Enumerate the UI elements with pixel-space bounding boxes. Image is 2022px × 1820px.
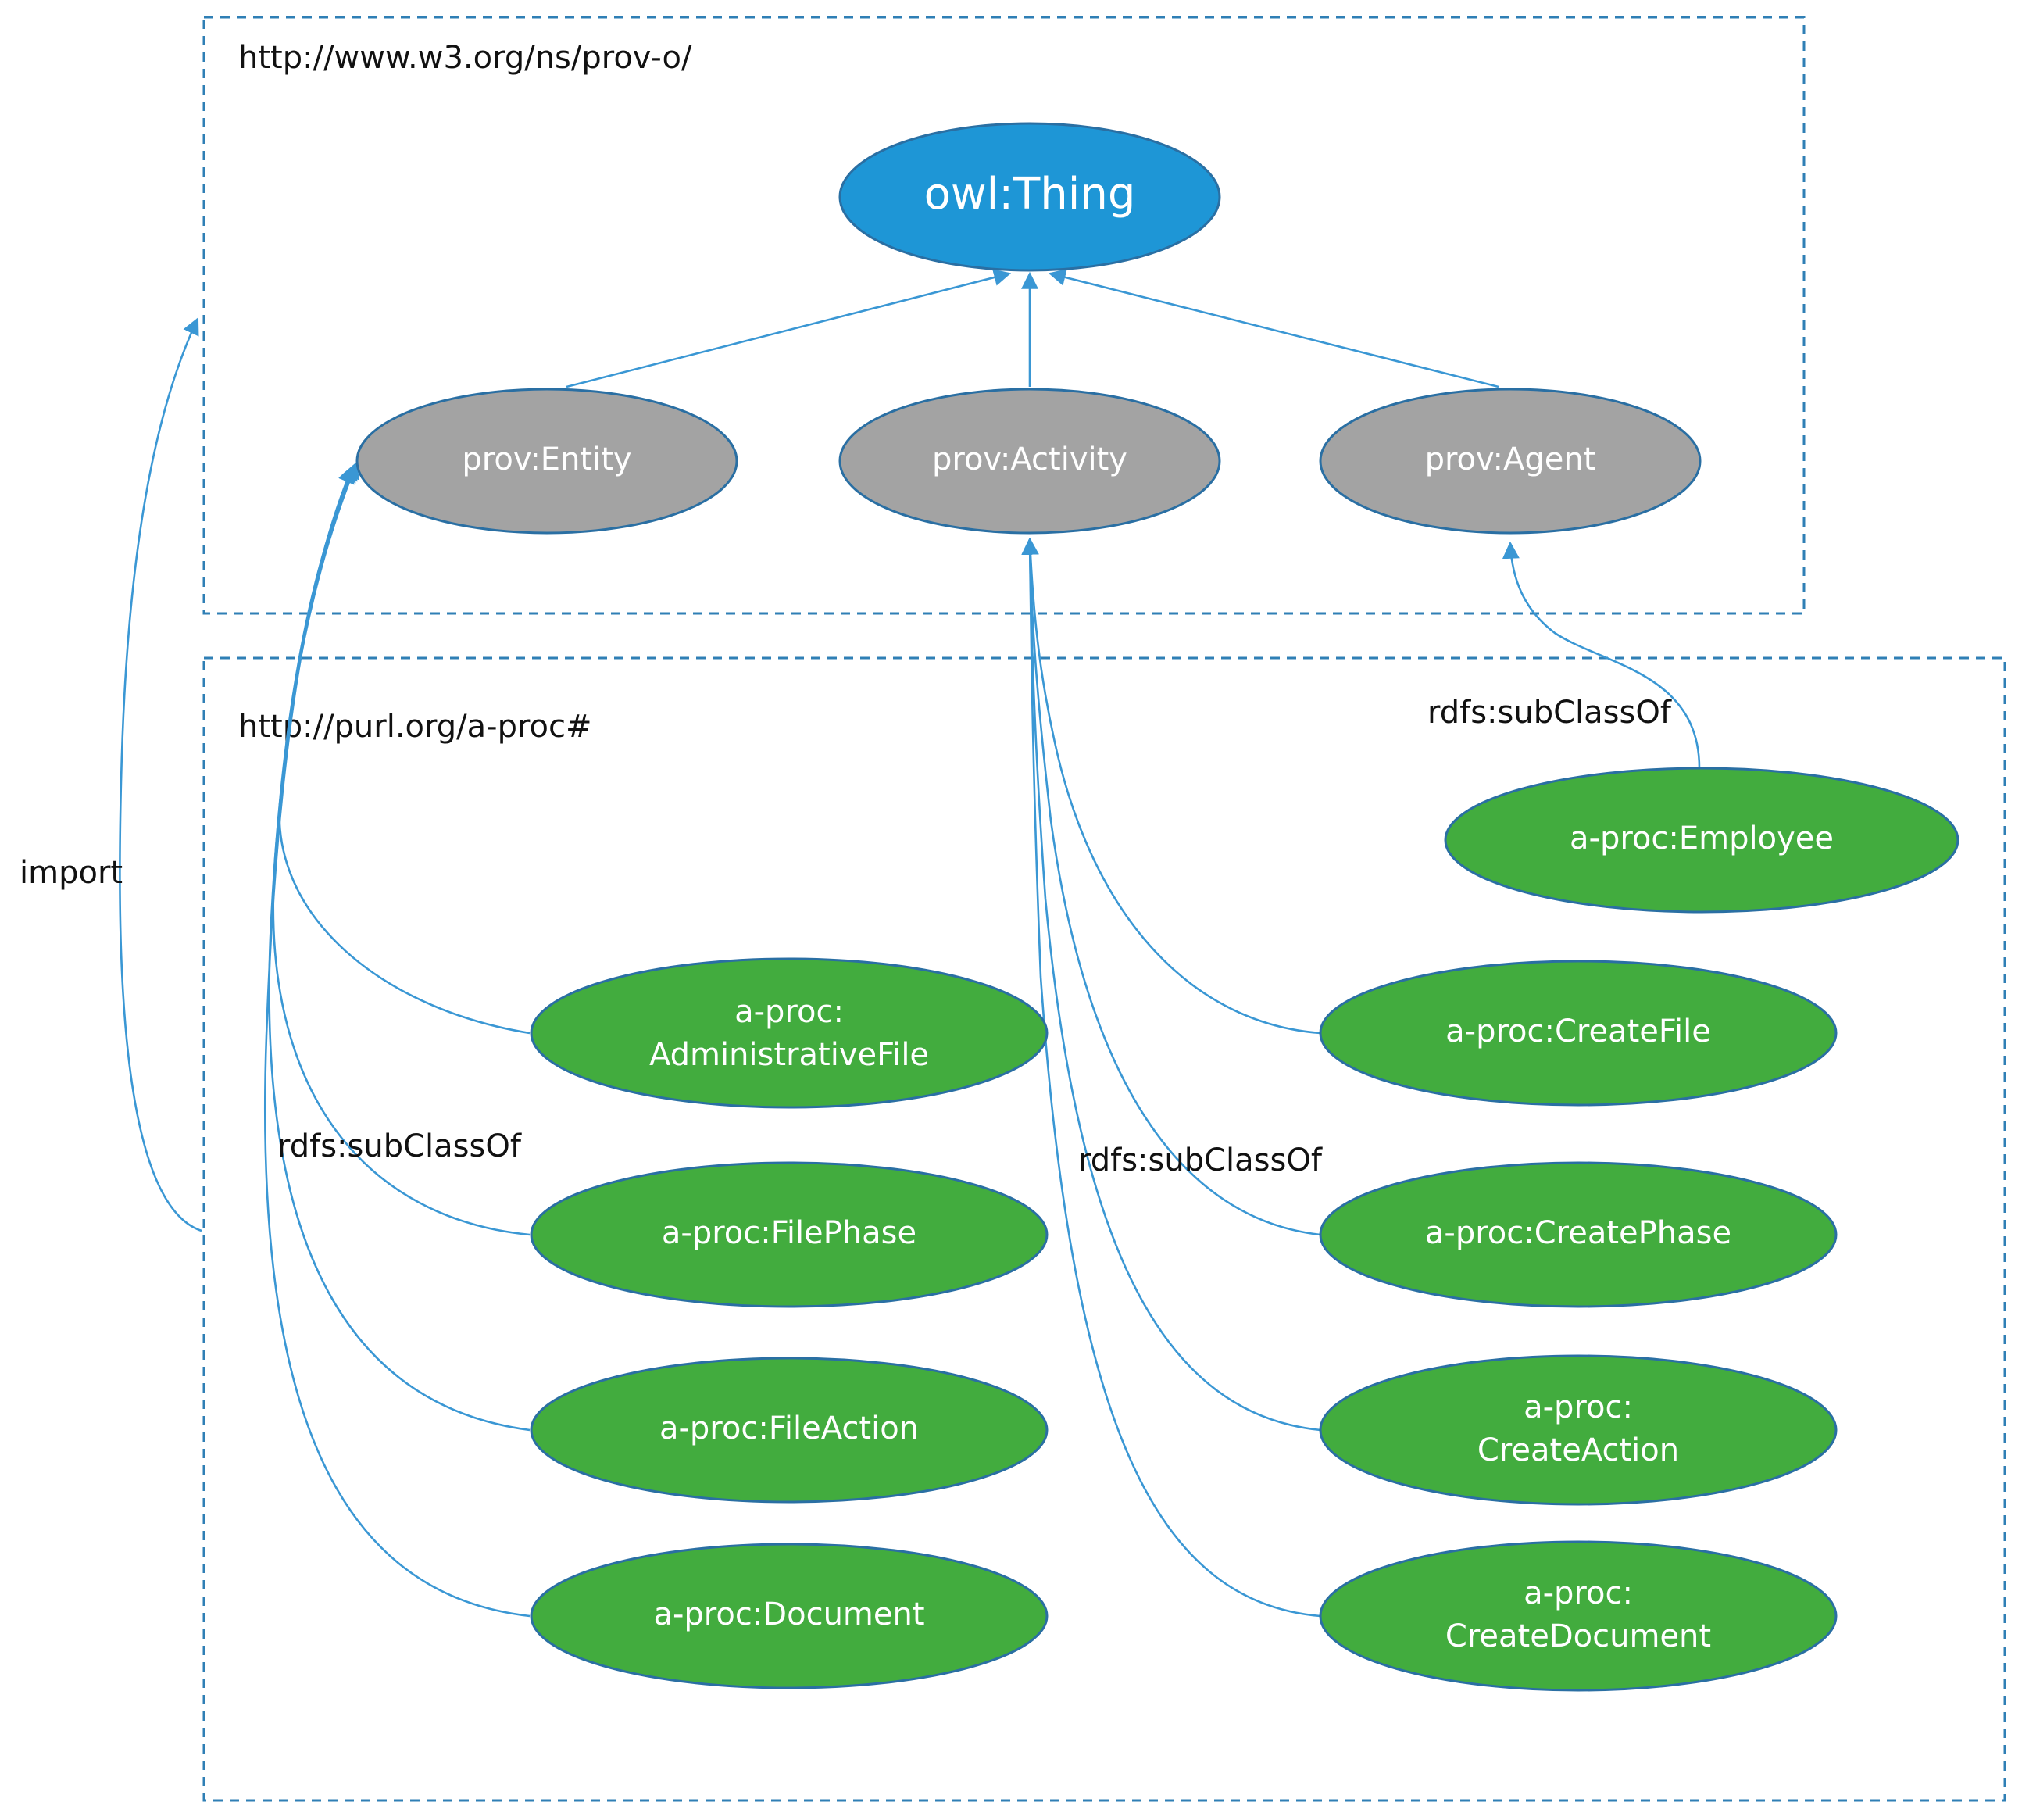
node-create-file[interactable]: a-proc:CreateFile — [1319, 960, 1838, 1107]
edge-filephase-entity — [272, 462, 531, 1236]
edge-agent-thing — [1048, 269, 1499, 388]
edge-fileaction-entity — [268, 463, 531, 1432]
node-administrative-file-shape — [530, 957, 1049, 1109]
node-prov-entity-label: prov:Entity — [462, 442, 631, 477]
node-file-action-shape — [530, 1357, 1049, 1504]
node-prov-entity[interactable]: prov:Entity — [355, 388, 738, 535]
node-create-file-shape — [1319, 960, 1838, 1107]
node-employee-shape — [1444, 767, 1959, 914]
subclass-label-entity: rdfs:subClassOf — [277, 1128, 522, 1164]
node-create-action-shape — [1319, 1354, 1838, 1506]
edge-createaction-activity — [1021, 537, 1321, 1432]
node-create-phase-label: a-proc:CreatePhase — [1425, 1215, 1731, 1251]
node-create-action-label-line1: a-proc: — [1524, 1389, 1633, 1425]
edges — [119, 269, 1701, 1618]
node-file-phase-label: a-proc:FilePhase — [662, 1215, 916, 1251]
aproc-namespace-frame — [202, 656, 2006, 1802]
node-prov-activity[interactable]: prov:Activity — [838, 388, 1221, 535]
node-create-phase-shape — [1319, 1161, 1838, 1308]
node-prov-agent[interactable]: prov:Agent — [1319, 388, 1702, 535]
node-file-action-label: a-proc:FileAction — [659, 1411, 919, 1446]
prov-namespace-label: http://www.w3.org/ns/prov-o/ — [238, 40, 692, 76]
node-prov-activity-label: prov:Activity — [932, 442, 1127, 477]
node-document-label: a-proc:Document — [653, 1597, 924, 1632]
node-create-file-label: a-proc:CreateFile — [1445, 1014, 1711, 1049]
node-prov-activity-shape — [838, 388, 1221, 535]
node-administrative-file[interactable]: a-proc: AdministrativeFile — [530, 957, 1049, 1109]
node-document[interactable]: a-proc:Document — [530, 1543, 1049, 1689]
edge-import — [119, 317, 202, 1232]
aproc-namespace-label: http://purl.org/a-proc# — [238, 709, 592, 745]
node-administrative-file-label-line1: a-proc: — [734, 994, 844, 1030]
node-create-document-label-line2: CreateDocument — [1445, 1618, 1711, 1654]
edge-employee-agent — [1502, 541, 1701, 769]
node-owl-thing[interactable]: owl:Thing — [838, 122, 1221, 272]
node-file-phase[interactable]: a-proc:FilePhase — [530, 1161, 1049, 1308]
node-owl-thing-label: owl:Thing — [924, 169, 1136, 220]
node-create-document-label-line1: a-proc: — [1524, 1575, 1633, 1611]
node-prov-agent-shape — [1319, 388, 1702, 535]
edge-createdocument-activity — [1021, 537, 1321, 1618]
node-file-action[interactable]: a-proc:FileAction — [530, 1357, 1049, 1504]
edge-entity-thing — [566, 269, 1012, 388]
edge-administrativefile-entity — [278, 460, 531, 1035]
node-owl-thing-shape — [838, 122, 1221, 272]
edge-document-entity — [263, 465, 531, 1618]
edge-createfile-activity — [1021, 537, 1321, 1035]
node-create-document-shape — [1319, 1540, 1838, 1692]
import-label: import — [20, 855, 123, 891]
subclass-label-agent: rdfs:subClassOf — [1427, 695, 1672, 731]
node-create-action-label-line2: CreateAction — [1477, 1432, 1679, 1468]
node-file-phase-shape — [530, 1161, 1049, 1308]
node-administrative-file-label-line2: AdministrativeFile — [649, 1037, 929, 1073]
node-prov-entity-shape — [355, 388, 738, 535]
prov-namespace-frame — [202, 16, 1806, 615]
node-document-shape — [530, 1543, 1049, 1689]
node-create-action[interactable]: a-proc: CreateAction — [1319, 1354, 1838, 1506]
edge-createphase-activity — [1021, 537, 1321, 1236]
node-create-document[interactable]: a-proc: CreateDocument — [1319, 1540, 1838, 1692]
node-employee-label: a-proc:Employee — [1570, 821, 1834, 856]
subclass-label-activity: rdfs:subClassOf — [1078, 1142, 1323, 1178]
node-create-phase[interactable]: a-proc:CreatePhase — [1319, 1161, 1838, 1308]
node-prov-agent-label: prov:Agent — [1425, 442, 1596, 477]
node-employee[interactable]: a-proc:Employee — [1444, 767, 1959, 914]
